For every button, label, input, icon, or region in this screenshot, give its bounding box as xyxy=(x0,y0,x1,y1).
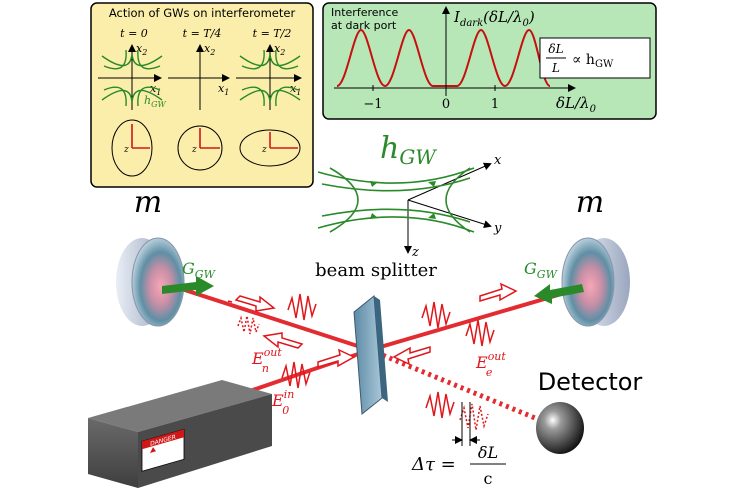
relation-denominator: L xyxy=(551,61,560,75)
gw-action-title: Action of GWs on interferometer xyxy=(109,6,296,20)
gw-axis-x: x xyxy=(494,153,502,168)
detector-label: Detector xyxy=(538,368,643,396)
dark-port-intensity-curve xyxy=(336,28,551,88)
deformation-ellipses: z z z xyxy=(111,119,301,177)
beam-splitter-label: beam splitter xyxy=(315,260,437,281)
gw-field-lines-t0 xyxy=(101,49,163,107)
tick-zero: 0 xyxy=(442,97,450,112)
interference-panel: Interference at dark port −1 0 1 Idark(δ… xyxy=(322,2,657,120)
mirror-right xyxy=(561,237,630,327)
intensity-axis-label: Idark(δL/λ0) xyxy=(453,8,535,29)
axis-x2-label-1: x2 xyxy=(204,42,215,57)
mirror-left xyxy=(116,237,185,327)
axis-x1-label-1: x1 xyxy=(218,82,229,97)
danger-sign: DANGER xyxy=(141,428,185,472)
force-label-right: GGW xyxy=(524,259,559,281)
delay-marker xyxy=(452,402,480,446)
axis-x2-label-0: x2 xyxy=(136,42,147,57)
interference-title-line2: at dark port xyxy=(331,19,397,32)
gw-wave-field-lines xyxy=(317,167,475,233)
strain-label-left: hGW xyxy=(144,94,166,109)
detector-sphere xyxy=(536,402,584,454)
frame-t1-axes xyxy=(168,44,230,110)
z-label-1: z xyxy=(191,145,197,155)
force-arrow-left xyxy=(162,276,214,296)
mass-label-right: m xyxy=(576,185,604,220)
interference-title-line1: Interference xyxy=(331,6,399,19)
delay-numerator: δL xyxy=(478,443,498,462)
delay-denominator: c xyxy=(484,469,493,488)
time-label-2: t = T/2 xyxy=(253,27,292,40)
axis-x2-label-2: x2 xyxy=(274,42,285,57)
laser-source: DANGER xyxy=(88,380,272,488)
gw-wave-label: hGW xyxy=(380,131,437,169)
gw-field-lines-t2 xyxy=(239,49,301,107)
gw-wave-center: hGW x y z xyxy=(317,131,502,260)
relation-rhs: ∝ hGW xyxy=(572,52,614,70)
strain-relation-box: δL L ∝ hGW xyxy=(539,37,651,79)
force-label-left: GGW xyxy=(182,259,217,281)
force-arrow-right xyxy=(534,284,584,304)
direction-arrows xyxy=(227,282,518,369)
tick-one: 1 xyxy=(491,97,499,112)
delay-lhs: Δτ = xyxy=(411,454,456,475)
path-difference-axis-label: δL/λ0 xyxy=(556,94,597,115)
time-label-1: t = T/4 xyxy=(183,27,222,40)
relation-numerator: δL xyxy=(548,42,563,56)
z-label-2: z xyxy=(261,145,267,155)
gw-axis-z: z xyxy=(411,245,419,260)
z-label-0: z xyxy=(123,145,129,155)
beam-splitter xyxy=(353,295,388,415)
gw-action-panel: Action of GWs on interferometer t = 0 t … xyxy=(90,2,314,188)
tick-minus-one: −1 xyxy=(363,97,382,112)
mass-label-left: m xyxy=(134,185,162,220)
wave-packets xyxy=(237,293,495,431)
time-label-0: t = 0 xyxy=(120,27,148,40)
gw-axis-y: y xyxy=(493,221,502,236)
